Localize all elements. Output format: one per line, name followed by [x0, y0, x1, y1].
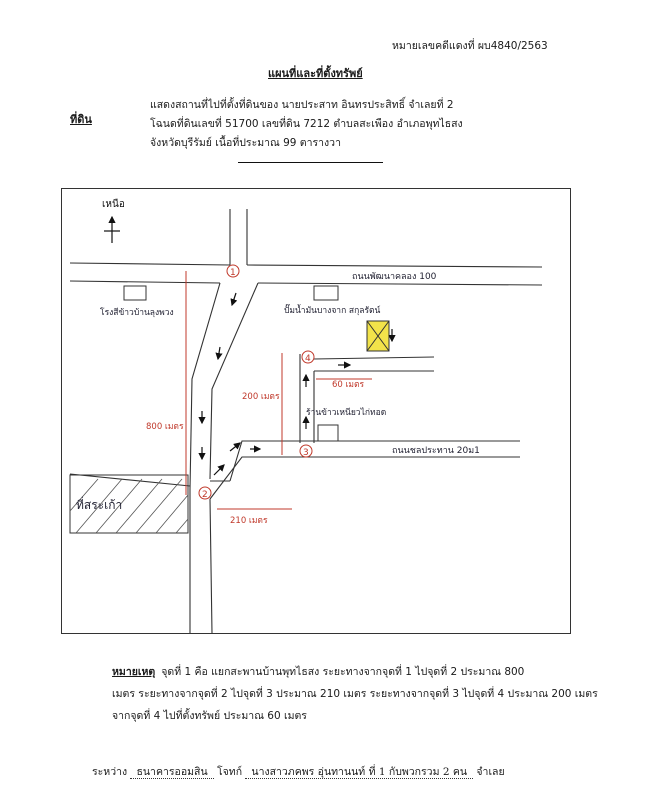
defendant-label: จำเลย — [476, 766, 505, 778]
direction-arrows — [198, 292, 396, 476]
point-3-marker: 3 — [299, 444, 313, 458]
svg-text:2: 2 — [202, 490, 208, 500]
field-area — [69, 474, 189, 534]
description-line: แสดงสถานที่ไปที่ตั้งที่ดินของ นายประสาท … — [150, 99, 454, 111]
gas-station-marker — [313, 285, 339, 301]
description-line: โฉนดที่ดินเลขที่ 51700 เลขที่ดิน 7212 ตำ… — [150, 118, 463, 130]
lane-to-property — [313, 356, 435, 372]
svg-text:4: 4 — [305, 354, 311, 364]
north-label: เหนือ — [102, 198, 125, 210]
main-road-east-edge — [209, 282, 259, 480]
top-road-upper-edge — [69, 262, 543, 268]
defendant-name: นางสาวภคพร อุ่นทานนท์ ที่ 1 กับพวกรวม 2 … — [245, 766, 474, 779]
case-number: หมายเลขคดีแดงที่ ผบ4840/2563 — [392, 40, 548, 52]
point-4-marker: 4 — [301, 350, 315, 364]
point-2-marker: 2 — [198, 486, 212, 500]
note-line: หมายเหตุ จุดที่ 1 คือ แยกสะพานบ้านพุทไธสง… — [112, 663, 524, 680]
side-lane — [299, 367, 315, 443]
north-arrow-icon — [104, 215, 120, 243]
description-line: จังหวัดบุรีรัมย์ เนื้อที่ประมาณ 99 ตาราง… — [150, 137, 341, 149]
plaintiff-name: ธนาคารออมสิน — [130, 766, 214, 779]
distance-800-label: 800 เมตร — [146, 422, 184, 432]
distance-200-label: 200 เมตร — [242, 392, 280, 402]
note-label: หมายเหตุ — [112, 666, 156, 678]
main-road-west-edge — [189, 282, 221, 490]
title-divider — [238, 162, 383, 163]
note-line: เมตร ระยะทางจากจุดที่ 2 ไปจุดที่ 3 ประมา… — [112, 688, 598, 700]
point-1-marker: 1 — [226, 264, 240, 278]
distance-60-label: 60 เมตร — [332, 380, 365, 390]
top-road-lower-edge — [69, 280, 543, 286]
location-map: เหนือ — [69, 198, 543, 633]
rice-mill-label: โรงสีข้าวบ้านลุงพวง — [100, 307, 174, 318]
case-parties: ระหว่าง ธนาคารออมสิน โจทก์ นางสาวภคพร อุ… — [92, 763, 505, 780]
measure-lines — [185, 271, 372, 510]
top-road-label: ถนนพัฒนาคลอง 100 — [352, 272, 437, 282]
svg-text:1: 1 — [230, 268, 236, 278]
plaintiff-label: โจทก์ — [216, 766, 243, 778]
lower-road-label: ถนนชลประทาน 20ม1 — [392, 446, 480, 456]
south-road — [189, 489, 213, 633]
snack-shop-marker — [317, 424, 339, 442]
snack-shop-label: ร้านข้าวเหนียวไก่ทอด — [306, 407, 386, 418]
gas-station-label: ปั๊มน้ำมันบางจาก สกุลรัตน์ — [284, 303, 381, 316]
field-label: ที่สระเก้า — [76, 496, 122, 512]
route-points: 1 2 3 4 — [198, 264, 315, 500]
note-line: จากจุดที่ 4 ไปที่ตั้งทรัพย์ ประมาณ 60 เม… — [112, 710, 307, 722]
lower-road-south-edge — [209, 456, 520, 500]
page-title: แผนที่และที่ตั้งทรัพย์ — [268, 67, 363, 80]
lower-road-north-edge — [229, 440, 520, 482]
svg-text:3: 3 — [303, 448, 309, 458]
between-label: ระหว่าง — [92, 766, 128, 778]
note-text: จุดที่ 1 คือ แยกสะพานบ้านพุทไธสง ระยะทาง… — [161, 666, 525, 678]
rice-mill-marker — [123, 285, 147, 301]
property-cross-2 — [366, 320, 390, 352]
land-label: ที่ดิน — [70, 113, 92, 126]
distance-210-label: 210 เมตร — [230, 516, 268, 526]
field-road-edge — [69, 473, 230, 487]
roads — [69, 209, 543, 633]
map-frame: เหนือ — [61, 188, 571, 634]
north-road — [229, 209, 248, 265]
